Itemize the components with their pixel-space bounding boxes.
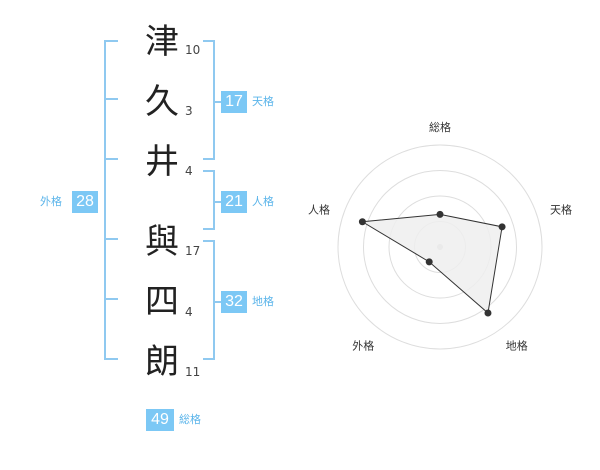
radar-axis-label-5: 人格	[308, 202, 330, 216]
stroke-count-2: 3	[185, 104, 193, 118]
radar-grid-ring	[363, 170, 517, 324]
radar-point-2	[498, 223, 506, 231]
radar-point-1	[436, 210, 444, 218]
jinkaku-badge: 21	[221, 191, 247, 213]
tenkaku-badge: 17	[221, 91, 247, 113]
kanji-char-6: 朗	[145, 342, 179, 382]
radar-grid-ring	[337, 144, 543, 350]
gaikaku-badge: 28	[72, 191, 98, 213]
gaikaku-label: 外格	[40, 195, 62, 208]
chikaku-badge: 32	[221, 291, 247, 313]
radar-point-5	[358, 218, 366, 226]
stroke-count-3: 4	[185, 164, 193, 178]
radar-axis-label-4: 外格	[352, 339, 374, 353]
radar-point-3	[484, 309, 492, 317]
jinkaku-label: 人格	[252, 195, 274, 208]
radar-axis-label-2: 天格	[550, 202, 572, 216]
stroke-count-1: 10	[185, 43, 201, 57]
kanji-char-2: 久	[145, 82, 179, 122]
kanji-char-3: 井	[145, 142, 179, 182]
radar-score-polygon	[360, 213, 503, 314]
stroke-count-5: 4	[185, 305, 193, 319]
kanji-char-1: 津	[145, 22, 179, 62]
stroke-count-4: 17	[185, 244, 201, 258]
radar-axis-label-3: 地格	[506, 339, 528, 353]
radar-axis-label-1: 総格	[429, 120, 451, 134]
radar-point-4	[425, 258, 433, 266]
soukaku-label: 総格	[179, 413, 201, 426]
soukaku-badge: 49	[146, 409, 174, 431]
kanji-char-4: 與	[145, 222, 179, 262]
kanji-char-5: 四	[145, 282, 179, 322]
tenkaku-label: 天格	[252, 95, 274, 108]
chikaku-label: 地格	[252, 295, 274, 308]
stroke-count-6: 11	[185, 365, 201, 379]
